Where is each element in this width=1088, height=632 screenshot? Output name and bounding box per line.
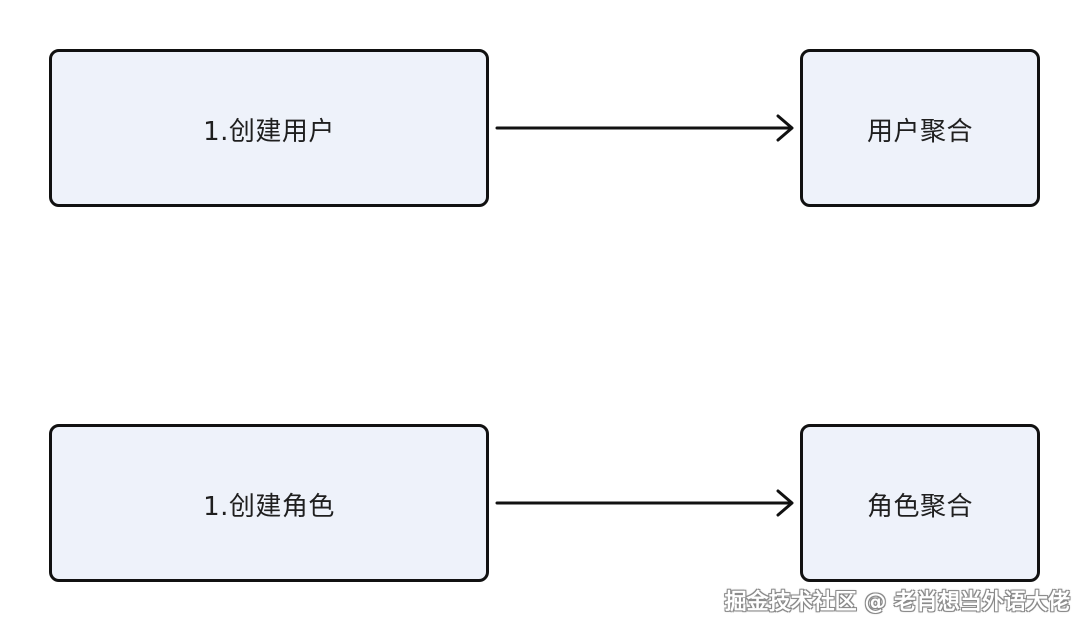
node-create-user: 1.创建用户 bbox=[49, 49, 489, 207]
edge-create-user-to-user-aggregate bbox=[495, 114, 794, 142]
node-label: 1.创建角色 bbox=[203, 491, 335, 522]
arrowhead-icon bbox=[776, 489, 794, 517]
node-label: 1.创建用户 bbox=[203, 116, 335, 147]
arrowhead-icon bbox=[776, 114, 794, 142]
node-label: 用户聚合 bbox=[866, 116, 973, 147]
node-label: 角色聚合 bbox=[866, 491, 973, 522]
node-role-aggregate: 角色聚合 bbox=[800, 424, 1040, 582]
watermark-text: 掘金技术社区 @ 老肖想当外语大佬 bbox=[724, 590, 1070, 615]
node-create-role: 1.创建角色 bbox=[49, 424, 489, 582]
node-user-aggregate: 用户聚合 bbox=[800, 49, 1040, 207]
edge-create-role-to-role-aggregate bbox=[495, 489, 794, 517]
